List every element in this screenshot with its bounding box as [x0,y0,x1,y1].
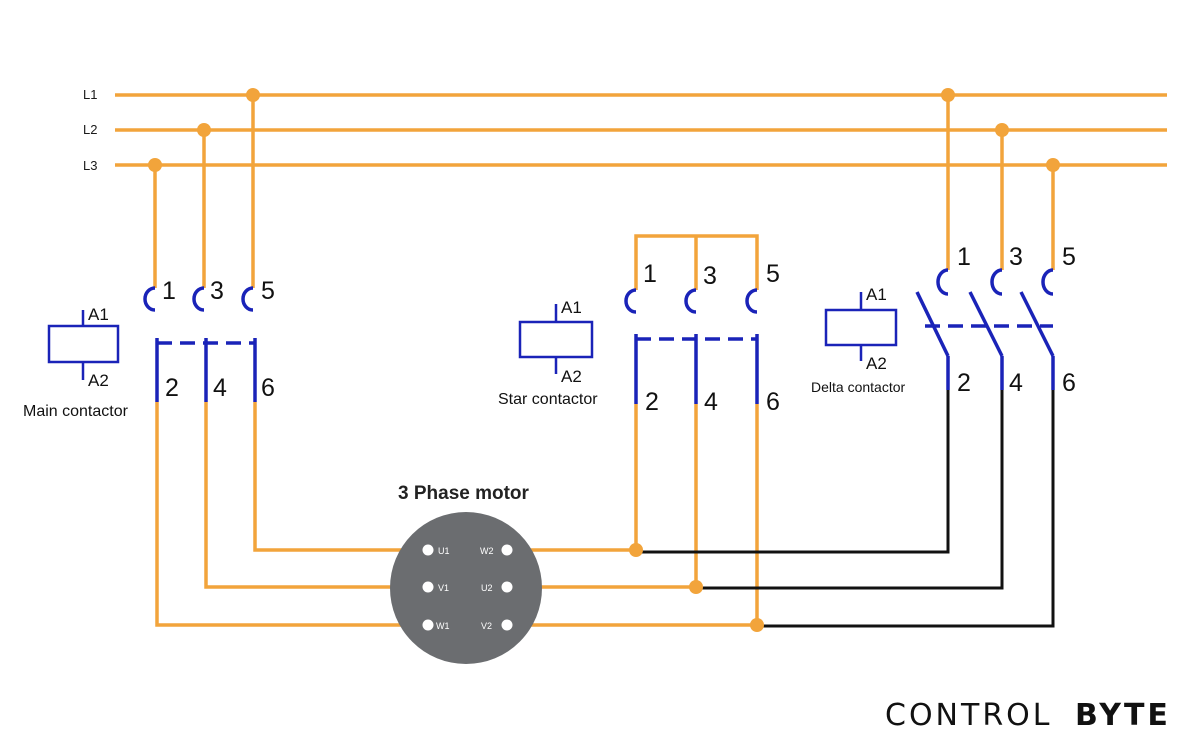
star-contact-arc-1 [624,288,637,314]
supply-lines [115,93,1167,167]
junction-l3-delta [1046,158,1060,172]
junction-l2-delta [995,123,1009,137]
wire-delta-4-to-u2 [696,390,1004,590]
main-coil-a1: A1 [88,305,109,324]
main-terminal-4: 4 [213,374,227,402]
delta-blade-5 [1019,291,1055,357]
main-contact-arc-5 [241,286,254,312]
motor: 3 Phase motor U1 V1 W1 W2 U2 V2 [390,483,542,664]
delta-terminal-4: 4 [1009,369,1023,397]
wire-main-2-to-w1 [155,402,428,627]
motor-label-w1: W1 [436,621,450,631]
delta-contactor-contacts [915,268,1055,390]
main-coil-a2: A2 [88,371,109,390]
delta-terminal-6: 6 [1062,369,1076,397]
delta-blade-1 [915,291,950,357]
star-terminal-3: 3 [703,262,717,290]
wire-delta-2-to-w2 [636,390,950,554]
motor-body [390,512,542,664]
junction-w2 [629,543,643,557]
main-terminal-1: 1 [162,277,176,305]
star-terminal-1: 1 [643,260,657,288]
delta-terminal-3: 3 [1009,243,1023,271]
motor-terminal-v2 [501,619,513,631]
main-terminal-5: 5 [261,277,275,305]
delta-coil [824,292,898,361]
motor-terminal-w2 [501,544,513,556]
junction-u2 [689,580,703,594]
main-contactor: 1 3 5 2 4 6 A1 A2 Main contactor [23,277,275,420]
motor-terminal-u2 [501,581,513,593]
star-contact-arc-5 [745,288,758,314]
wire-main-6-to-u1 [253,402,428,552]
motor-label-u1: U1 [438,546,450,556]
main-terminal-6: 6 [261,374,275,402]
delta-coil-a2: A2 [866,354,887,373]
star-terminal-5: 5 [766,260,780,288]
star-contactor: 1 3 5 2 4 6 A1 A2 Star contactor [498,260,780,416]
delta-contactor-label: Delta contactor [811,379,905,395]
delta-terminal-2: 2 [957,369,971,397]
motor-label-v2: V2 [481,621,492,631]
delta-contactor: 1 3 5 2 4 6 A1 A2 Delta contactor [811,243,1076,397]
star-terminal-2: 2 [645,388,659,416]
logo-word-byte: BYTE [1075,698,1171,733]
star-coil [518,304,594,374]
delta-contact-arc-1 [936,268,949,296]
motor-terminal-v1 [422,581,434,593]
motor-label-u2: U2 [481,583,493,593]
main-terminal-3: 3 [210,277,224,305]
wire-delta-6-to-v2 [757,390,1055,628]
star-coil-a1: A1 [561,298,582,317]
delta-terminal-5: 5 [1062,243,1076,271]
star-contactor-label: Star contactor [498,391,598,408]
controlbyte-logo: CONTROL BYTE [885,698,1171,733]
delta-contact-arc-3 [990,268,1003,296]
power-wiring [153,95,1055,627]
main-terminal-2: 2 [165,374,179,402]
star-terminal-6: 6 [766,388,780,416]
main-coil-body [47,324,120,364]
main-contactor-label: Main contactor [23,403,129,420]
junction-v2 [750,618,764,632]
line-l3-label: L3 [83,158,97,173]
junction-l1-delta [941,88,955,102]
star-coil-a2: A2 [561,367,582,386]
logo-word-control: CONTROL [885,698,1053,733]
motor-label-v1: V1 [438,583,449,593]
main-contact-arc-1 [143,286,156,312]
star-terminal-4: 4 [704,388,718,416]
main-contactor-contacts [143,286,257,402]
wire-main-4-to-v1 [204,402,428,589]
junction-dots [148,88,1060,632]
junction-l3-main [148,158,162,172]
line-l1-label: L1 [83,87,97,102]
motor-title: 3 Phase motor [398,483,530,504]
delta-coil-body [824,308,898,347]
motor-terminal-u1 [422,544,434,556]
delta-coil-a1: A1 [866,285,887,304]
junction-l2-main [197,123,211,137]
junction-l1-main [246,88,260,102]
motor-terminal-w1 [422,619,434,631]
motor-terminals [422,544,513,631]
delta-return-wiring [636,390,1055,628]
star-contact-arc-3 [684,288,697,314]
motor-label-w2: W2 [480,546,494,556]
delta-blade-3 [968,291,1004,357]
star-contactor-contacts [624,288,759,404]
line-l2-label: L2 [83,122,97,137]
star-coil-body [518,320,594,359]
delta-terminal-1: 1 [957,243,971,271]
delta-contact-arc-5 [1041,268,1054,296]
main-coil [47,310,120,380]
main-contact-arc-3 [192,286,205,312]
